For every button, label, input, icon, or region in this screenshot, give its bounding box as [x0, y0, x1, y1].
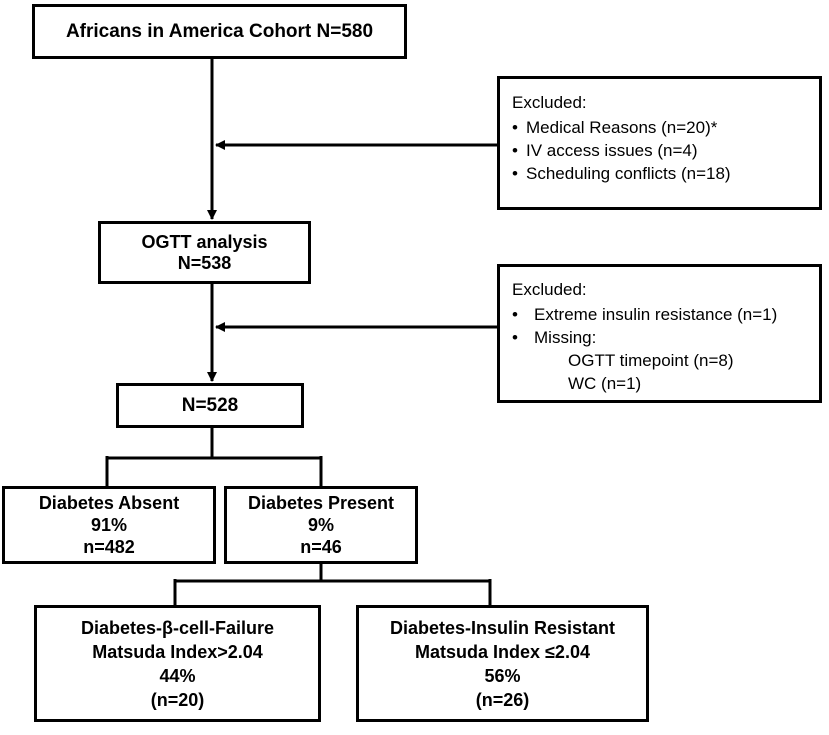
- missing-item: WC (n=1): [568, 374, 642, 393]
- exclusion-box-1: Excluded: • Medical Reasons (n=20)* • IV…: [497, 76, 822, 210]
- diabetes-absent-count: n=482: [83, 537, 135, 557]
- ogtt-box: OGTT analysis N=538: [98, 221, 311, 284]
- diabetes-present-percent: 9%: [307, 515, 334, 535]
- exclusion-1-heading: Excluded:: [512, 93, 587, 112]
- diabetes-absent-title: Diabetes Absent: [38, 493, 180, 513]
- exclusion-1-item: • Scheduling conflicts (n=18): [512, 162, 819, 185]
- insulin-resistant-criterion: Matsuda Index ≤2.04: [415, 641, 590, 662]
- bullet-icon: •: [512, 328, 518, 347]
- insulin-resistant-box: Diabetes-Insulin Resistant Matsuda Index…: [356, 605, 649, 722]
- diabetes-present-title: Diabetes Present: [247, 493, 395, 513]
- diabetes-absent-box: Diabetes Absent 91% n=482: [2, 486, 216, 564]
- ogtt-count: N=538: [177, 252, 232, 273]
- bullet-icon: •: [512, 164, 518, 183]
- exclusion-1-item-text: IV access issues (n=4): [526, 141, 698, 160]
- insulin-resistant-title: Diabetes-Insulin Resistant: [389, 617, 616, 638]
- diabetes-absent-percent: 91%: [90, 515, 128, 535]
- bullet-icon: •: [512, 118, 518, 137]
- exclusion-2-item: • Missing:: [512, 326, 819, 349]
- analysis-box: N=528: [116, 383, 304, 428]
- insulin-resistant-count: (n=26): [475, 689, 530, 710]
- bullet-icon: •: [512, 141, 518, 160]
- exclusion-1-item: • IV access issues (n=4): [512, 139, 819, 162]
- bullet-icon: •: [512, 305, 518, 324]
- cohort-box: Africans in America Cohort N=580: [32, 4, 407, 59]
- exclusion-box-2: Excluded: • Extreme insulin resistance (…: [497, 264, 822, 403]
- exclusion-2-heading: Excluded:: [512, 280, 587, 299]
- diabetes-present-box: Diabetes Present 9% n=46: [224, 486, 418, 564]
- exclusion-1-item: • Medical Reasons (n=20)*: [512, 116, 819, 139]
- exclusion-1-item-text: Scheduling conflicts (n=18): [526, 164, 731, 183]
- beta-cell-failure-box: Diabetes-β-cell-Failure Matsuda Index>2.…: [34, 605, 321, 722]
- beta-cell-failure-count: (n=20): [150, 689, 205, 710]
- exclusion-1-item-text: Medical Reasons (n=20)*: [526, 118, 718, 137]
- beta-cell-failure-title: Diabetes-β-cell-Failure: [80, 617, 275, 638]
- analysis-count: N=528: [181, 394, 239, 416]
- exclusion-2-item: • Extreme insulin resistance (n=1): [512, 303, 819, 326]
- exclusion-2-item-text: Missing:: [534, 328, 597, 347]
- diabetes-present-count: n=46: [300, 537, 342, 557]
- beta-cell-failure-percent: 44%: [159, 665, 196, 686]
- beta-cell-failure-criterion: Matsuda Index>2.04: [92, 641, 263, 662]
- exclusion-2-item-text: Extreme insulin resistance (n=1): [534, 305, 778, 324]
- missing-item: OGTT timepoint (n=8): [568, 351, 734, 370]
- cohort-label: Africans in America Cohort N=580: [65, 20, 374, 42]
- ogtt-title: OGTT analysis: [141, 231, 268, 252]
- insulin-resistant-percent: 56%: [484, 665, 521, 686]
